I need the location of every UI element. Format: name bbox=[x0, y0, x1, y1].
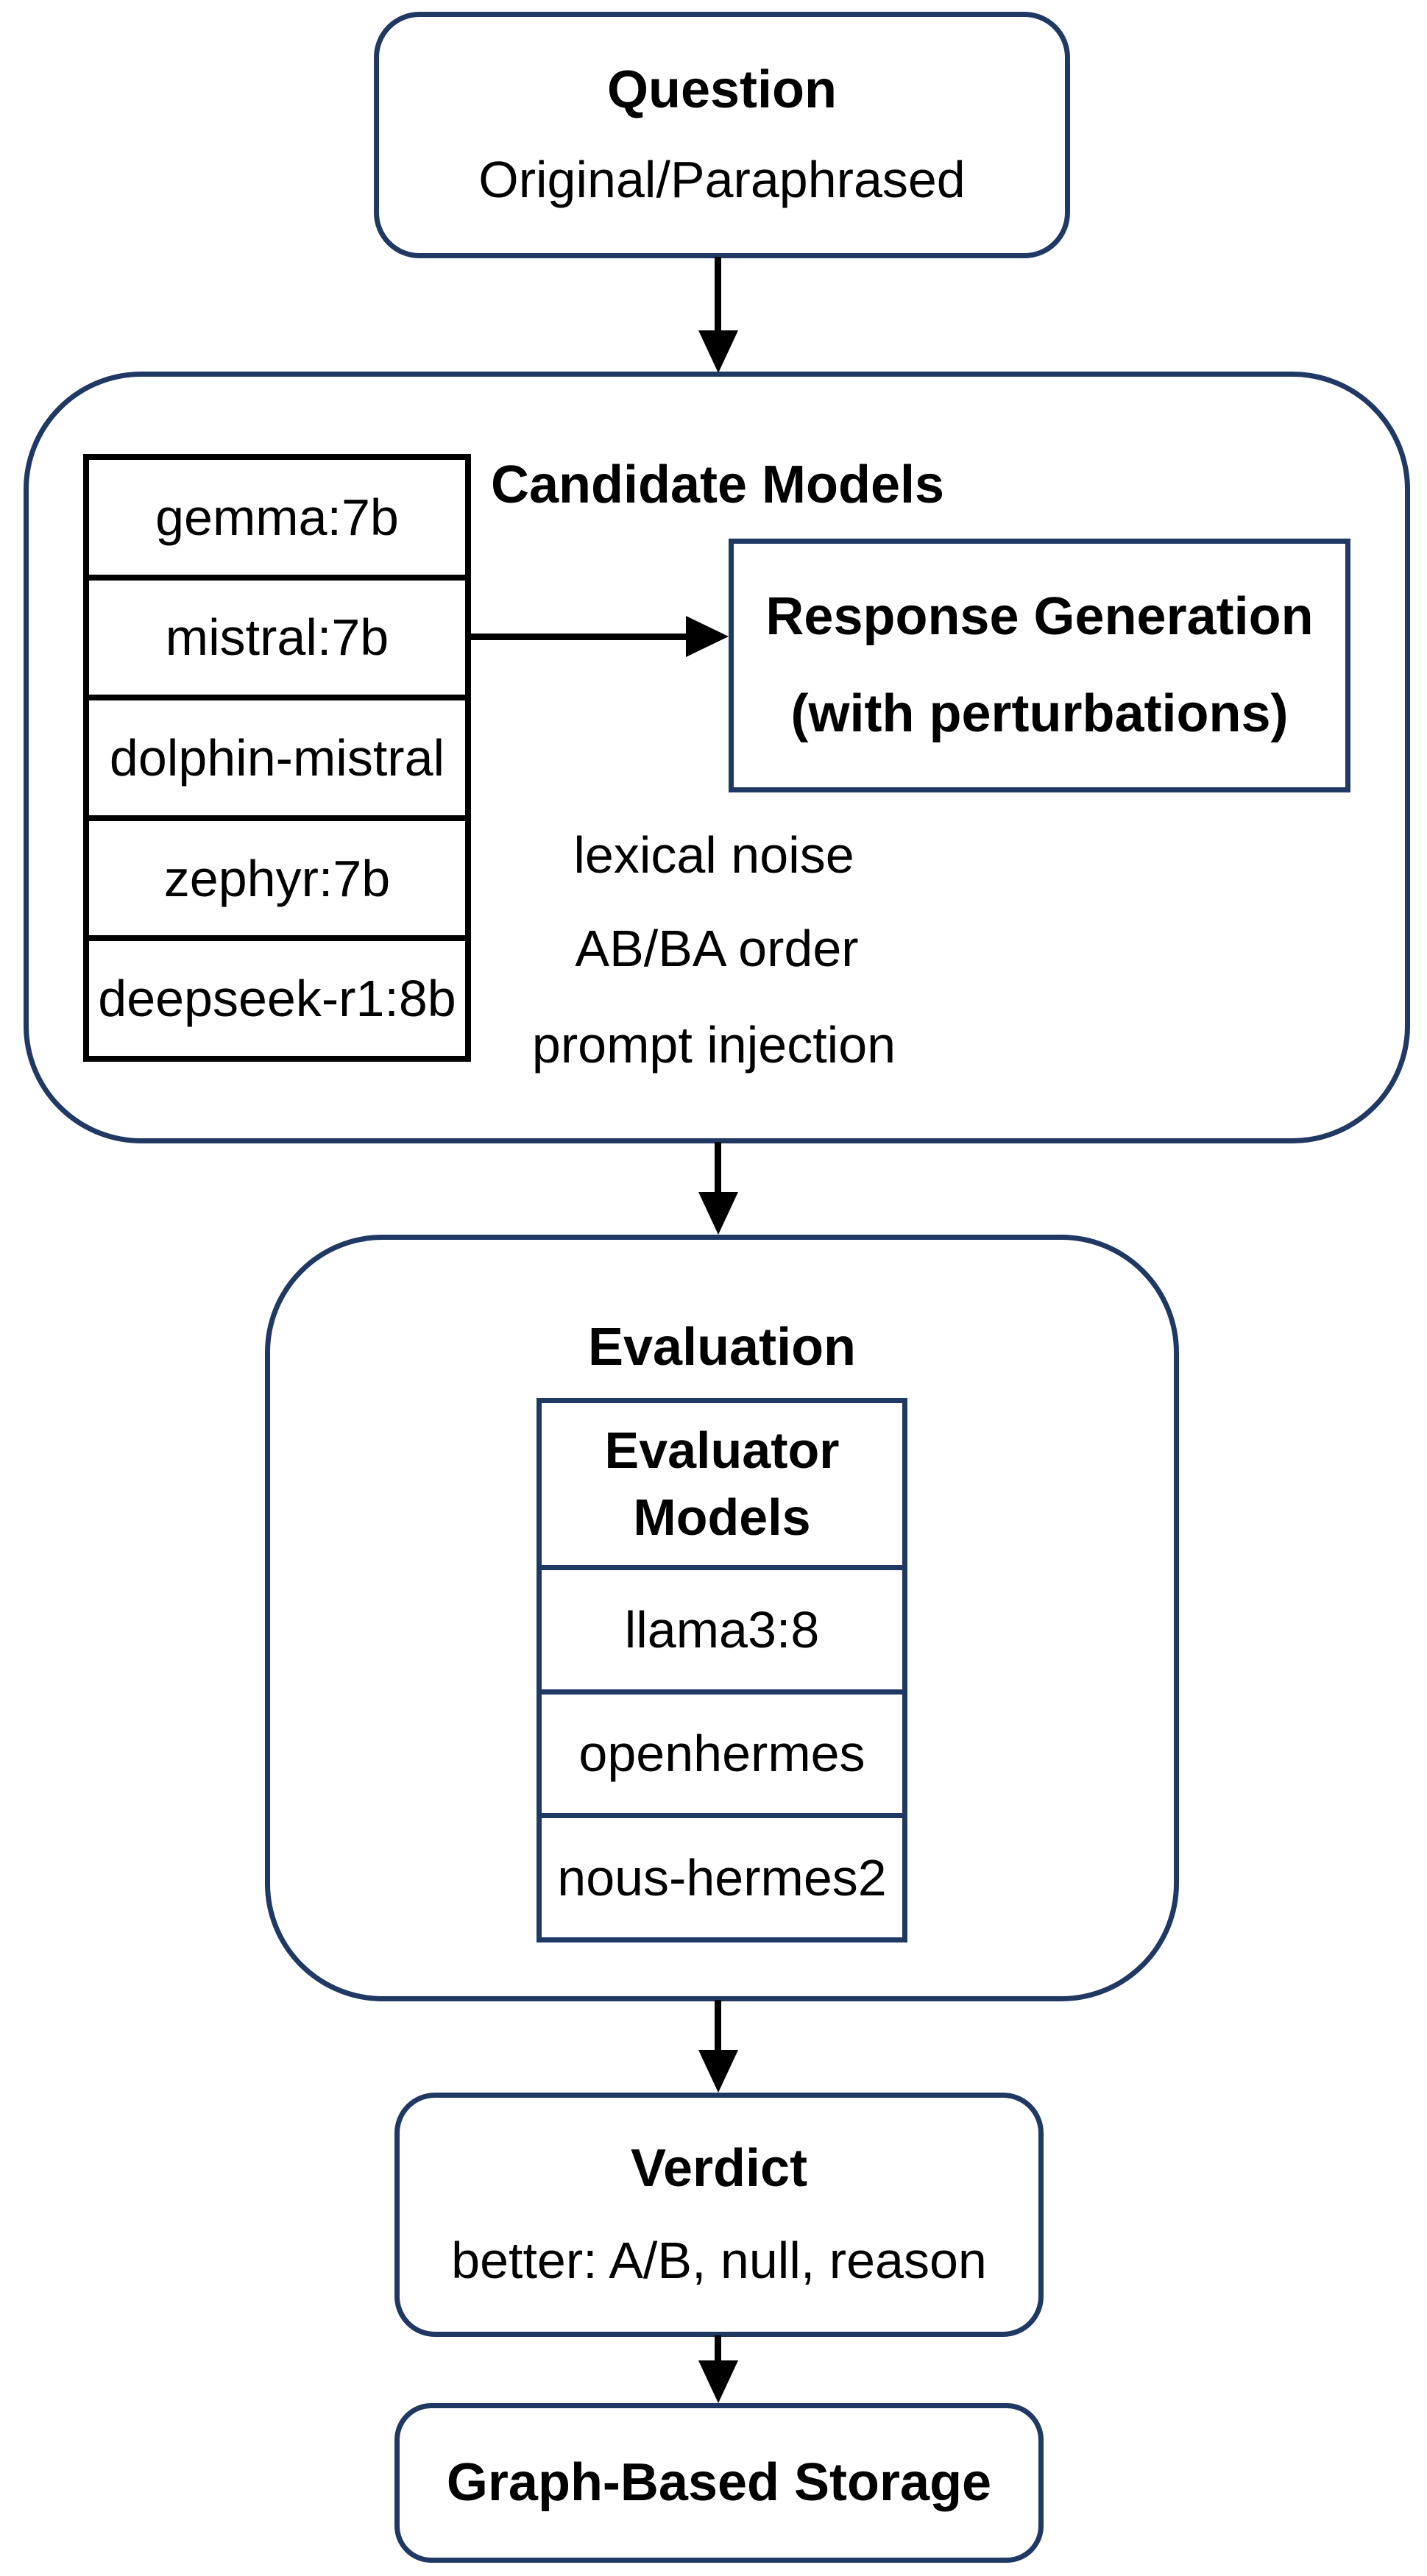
response-generation-title: Response Generation bbox=[765, 586, 1314, 646]
evaluation-section-title: Evaluation bbox=[587, 1318, 857, 1377]
arrow-evaluation-to-verdict-line bbox=[715, 2000, 721, 2051]
perturbation-label-ab-ba-order: AB/BA order bbox=[575, 920, 859, 977]
candidate-model-list: gemma:7b mistral:7b dolphin-mistral zeph… bbox=[83, 454, 471, 1062]
arrow-verdict-to-storage-line bbox=[715, 2335, 721, 2363]
arrow-candidates-to-evaluation-head bbox=[698, 1192, 738, 1235]
evaluator-model-row: llama3:8 bbox=[542, 1565, 902, 1689]
arrow-evaluation-to-verdict-head bbox=[698, 2050, 738, 2093]
response-generation-subtitle: (with perturbations) bbox=[790, 684, 1289, 743]
candidate-section-title: Candidate Models bbox=[490, 455, 945, 514]
perturbation-label-prompt-injection: prompt injection bbox=[531, 1016, 896, 1074]
question-box: Question Original/Paraphrased bbox=[374, 12, 1070, 258]
arrow-candidates-to-evaluation-line bbox=[715, 1142, 721, 1193]
perturbation-label-lexical-noise: lexical noise bbox=[573, 826, 854, 884]
candidate-model-row: deepseek-r1:8b bbox=[89, 935, 465, 1056]
evaluator-model-row: nous-hermes2 bbox=[542, 1813, 902, 1937]
verdict-subtitle: better: A/B, null, reason bbox=[451, 2232, 987, 2290]
response-generation-box: Response Generation (with perturbations) bbox=[729, 539, 1350, 792]
candidate-model-row: zephyr:7b bbox=[89, 815, 465, 936]
verdict-title: Verdict bbox=[630, 2139, 808, 2199]
arrow-models-to-response-line bbox=[471, 634, 689, 640]
evaluator-table: Evaluator Models llama3:8 openhermes nou… bbox=[537, 1398, 907, 1942]
arrow-verdict-to-storage-head bbox=[698, 2360, 738, 2403]
evaluator-table-header: Evaluator Models bbox=[542, 1403, 902, 1565]
verdict-box: Verdict better: A/B, null, reason bbox=[394, 2093, 1044, 2337]
arrow-question-to-candidates-head bbox=[698, 330, 738, 373]
storage-title: Graph-Based Storage bbox=[446, 2452, 992, 2512]
candidate-model-row: mistral:7b bbox=[89, 574, 465, 695]
question-subtitle: Original/Paraphrased bbox=[478, 151, 966, 209]
question-title: Question bbox=[606, 60, 837, 120]
arrow-models-to-response-head bbox=[686, 616, 729, 657]
candidate-model-row: dolphin-mistral bbox=[89, 695, 465, 815]
candidate-model-row: gemma:7b bbox=[89, 460, 465, 575]
evaluator-model-row: openhermes bbox=[542, 1689, 902, 1814]
arrow-question-to-candidates-line bbox=[715, 257, 721, 332]
storage-box: Graph-Based Storage bbox=[394, 2403, 1044, 2563]
